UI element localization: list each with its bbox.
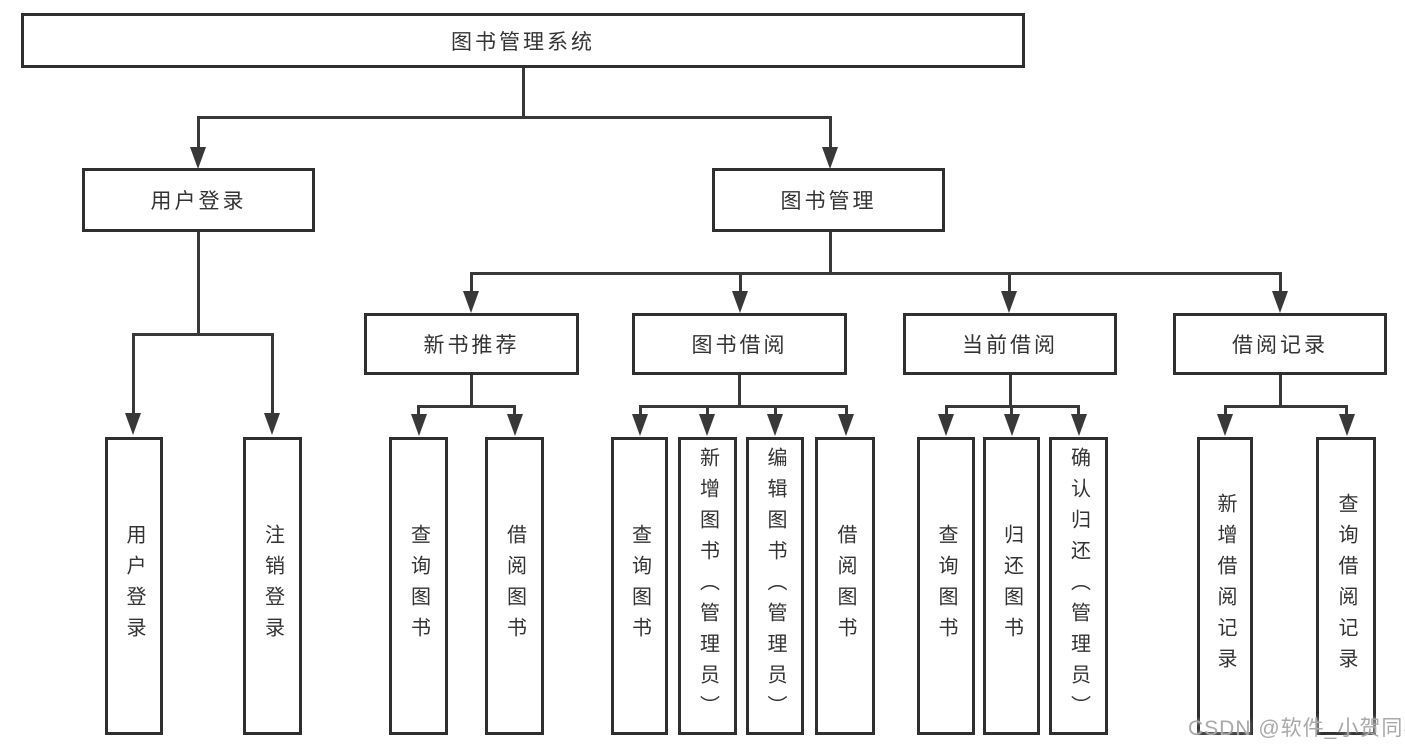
connector-line: [1278, 273, 1282, 293]
connector-line: [521, 68, 525, 117]
connector-line: [1007, 273, 1011, 293]
leaf-confirm-return-admin: 确认归还（管理员）: [1049, 437, 1108, 735]
leaf-user-login: 用户登录: [105, 437, 163, 735]
csdn-watermark: CSDN @软件_小贺同学: [1188, 717, 1405, 740]
connector-line: [469, 375, 473, 406]
leaf-logout: 注销登录: [243, 437, 302, 735]
node-new-book-recommend: 新书推荐: [364, 313, 579, 375]
arrow-down-icon: [463, 291, 479, 313]
connector-line: [1223, 404, 1348, 408]
connector-line: [738, 375, 741, 406]
node-current-borrow: 当前借阅: [903, 313, 1117, 375]
connector-line: [131, 332, 274, 336]
connector-line: [828, 232, 832, 273]
arrow-down-icon: [264, 413, 280, 435]
node-book-borrow: 图书借阅: [632, 313, 847, 375]
leaf-query-book-recommend: 查询图书: [389, 437, 448, 735]
arrow-down-icon: [1272, 291, 1288, 313]
node-book-management: 图书管理: [712, 168, 945, 232]
connector-line: [417, 406, 420, 416]
arrow-down-icon: [699, 414, 715, 436]
leaf-return-book: 归还图书: [983, 437, 1040, 735]
arrow-down-icon: [632, 414, 648, 436]
connector-line: [1223, 406, 1227, 416]
arrow-down-icon: [1217, 414, 1233, 436]
arrow-down-icon: [838, 414, 854, 436]
arrow-down-icon: [1338, 414, 1355, 436]
leaf-add-borrow-record: 新增借阅记录: [1197, 437, 1253, 735]
leaf-add-book-admin: 新增图书（管理员）: [678, 437, 737, 735]
leaf-edit-book-admin: 编辑图书（管理员）: [746, 437, 804, 735]
connector-line: [1345, 406, 1348, 416]
connector-line: [196, 117, 200, 149]
connector-line: [196, 115, 832, 119]
arrow-down-icon: [506, 414, 523, 436]
connector-line: [638, 404, 848, 408]
connector-line: [469, 273, 473, 293]
arrow-down-icon: [410, 414, 427, 436]
arrow-down-icon: [732, 291, 748, 313]
connector-line: [469, 271, 1282, 275]
connector-line: [1278, 375, 1282, 406]
arrow-down-icon: [125, 413, 141, 435]
connector-line: [844, 406, 848, 416]
arrow-down-icon: [1003, 414, 1020, 436]
leaf-query-book-current: 查询图书: [917, 437, 975, 735]
connector-line: [1077, 406, 1080, 416]
connector-line: [270, 334, 274, 415]
arrow-down-icon: [190, 147, 206, 169]
connector-line: [828, 117, 832, 149]
connector-line: [638, 406, 642, 416]
connector-line: [1008, 375, 1012, 406]
arrow-down-icon: [767, 414, 783, 436]
arrow-down-icon: [938, 414, 954, 436]
arrow-down-icon: [1001, 291, 1017, 313]
leaf-query-borrow-record: 查询借阅记录: [1316, 437, 1376, 735]
node-root: 图书管理系统: [21, 13, 1025, 68]
leaf-query-book-borrow: 查询图书: [611, 437, 668, 735]
connector-line: [738, 273, 742, 293]
connector-line: [196, 232, 200, 334]
connector-line: [417, 404, 516, 408]
connector-line: [513, 406, 516, 416]
connector-line: [131, 334, 135, 415]
connector-line: [1010, 406, 1013, 416]
leaf-borrow-book: 借阅图书: [815, 437, 875, 735]
node-user-login: 用户登录: [82, 168, 315, 232]
node-borrow-records: 借阅记录: [1173, 313, 1387, 375]
connector-line: [705, 406, 709, 416]
connector-line: [773, 406, 777, 416]
arrow-down-icon: [1070, 414, 1087, 436]
leaf-borrow-book-recommend: 借阅图书: [485, 437, 544, 735]
arrow-down-icon: [822, 147, 838, 169]
connector-line: [944, 406, 948, 416]
